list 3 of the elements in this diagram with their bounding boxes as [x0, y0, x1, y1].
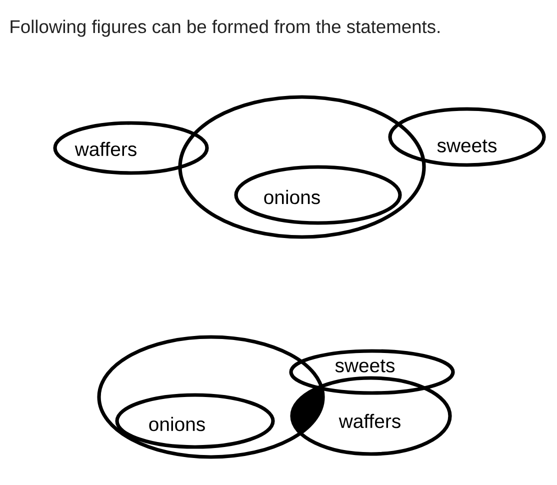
set-ellipse — [97, 335, 325, 459]
heading: Following figures can be formed from the statements. — [10, 20, 440, 37]
set-ellipse — [178, 95, 426, 239]
